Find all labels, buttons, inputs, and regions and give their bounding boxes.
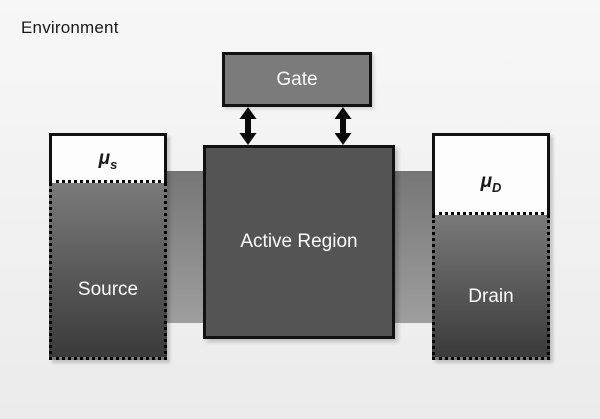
gate-box: Gate bbox=[222, 52, 372, 107]
source-chemical-potential-label: μs bbox=[99, 149, 118, 171]
mu-subscript: s bbox=[110, 156, 118, 172]
gate-coupling-double-arrow-icon bbox=[239, 107, 257, 145]
drain-channel-bar bbox=[392, 171, 437, 323]
mu-symbol: μ bbox=[480, 171, 493, 193]
environment-label: Environment bbox=[21, 18, 119, 37]
mu-symbol: μ bbox=[98, 147, 111, 169]
drain-fill-region: Drain bbox=[432, 215, 550, 360]
source-fill-region: Source bbox=[49, 183, 167, 360]
source-potential-area: μs bbox=[49, 133, 167, 183]
drain-chemical-potential-label: μD bbox=[481, 172, 502, 194]
gate-coupling-double-arrow-icon bbox=[334, 107, 352, 145]
source-channel-bar bbox=[161, 171, 206, 323]
drain-potential-area: μD bbox=[432, 133, 550, 215]
active-region-box: Active Region bbox=[203, 145, 395, 339]
drain-box: μD Drain bbox=[432, 133, 550, 360]
source-box: μs Source bbox=[49, 133, 167, 360]
drain-label: Drain bbox=[468, 286, 514, 307]
mu-subscript: D bbox=[492, 179, 502, 195]
active-region-label: Active Region bbox=[240, 231, 358, 252]
source-label: Source bbox=[77, 279, 139, 300]
gate-label: Gate bbox=[276, 68, 318, 90]
